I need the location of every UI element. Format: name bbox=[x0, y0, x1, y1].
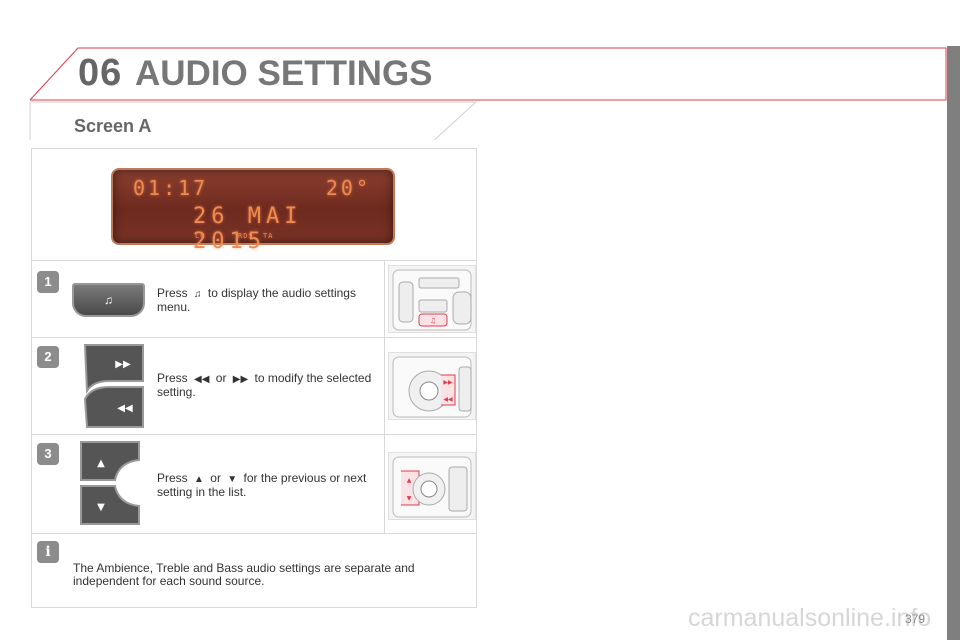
display-ta-indicator: TA bbox=[263, 232, 274, 240]
display-rds-indicator: RDS bbox=[238, 232, 254, 240]
fast-forward-icon: ▶▶ bbox=[232, 374, 249, 385]
divider bbox=[31, 434, 477, 435]
svg-text:▶▶: ▶▶ bbox=[443, 379, 453, 386]
down-arrow-icon: ▼ bbox=[227, 474, 238, 485]
svg-text:♫: ♫ bbox=[430, 317, 436, 325]
seek-buttons-illustration: ▶▶ ◀◀ bbox=[83, 344, 144, 428]
svg-text:▶▶: ▶▶ bbox=[115, 359, 131, 370]
chapter-side-bar bbox=[947, 46, 960, 640]
watermark: carmanualsonline.info bbox=[688, 604, 932, 632]
column-divider bbox=[384, 260, 385, 533]
svg-text:▲: ▲ bbox=[97, 458, 105, 469]
step-3-text: Press ▲ or ▼ for the previous or next se… bbox=[157, 471, 367, 499]
radio-display: 01:17 20° 26 MAI 2015 LO RDS TA bbox=[111, 168, 395, 254]
display-date: 26 MAI 2015 bbox=[193, 204, 303, 254]
page-number: 379 bbox=[905, 612, 926, 626]
up-arrow-icon: ▲ bbox=[194, 474, 204, 485]
music-note-icon: ♫ bbox=[104, 293, 113, 307]
svg-text:◀◀: ◀◀ bbox=[117, 403, 133, 414]
divider bbox=[31, 260, 477, 261]
note-text: The Ambience, Treble and Bass audio sett… bbox=[73, 561, 415, 588]
info-icon: i bbox=[37, 541, 59, 563]
music-note-icon: ♫ bbox=[194, 289, 202, 300]
svg-text:◀◀: ◀◀ bbox=[443, 396, 453, 403]
display-time: 01:17 bbox=[133, 176, 209, 200]
divider bbox=[31, 533, 477, 534]
svg-text:▼: ▼ bbox=[407, 495, 412, 502]
svg-text:▲: ▲ bbox=[407, 477, 412, 484]
rewind-icon: ◀◀ bbox=[194, 374, 210, 385]
console-illustration-3: ▲ ▼ bbox=[388, 452, 476, 520]
step-number-badge: 3 bbox=[37, 443, 59, 465]
header-frame bbox=[29, 47, 947, 140]
display-temperature: 20° bbox=[325, 176, 371, 200]
svg-text:▼: ▼ bbox=[97, 502, 105, 513]
music-note-button[interactable]: ♫ bbox=[72, 283, 145, 317]
console-illustration-2: ▶▶ ◀◀ bbox=[388, 352, 476, 420]
section-title: Screen A bbox=[74, 116, 152, 136]
step-number-badge: 2 bbox=[37, 346, 59, 368]
step-2-text: Press ◀◀ or ▶▶ to modify the selected se… bbox=[157, 371, 372, 399]
divider bbox=[31, 337, 477, 338]
chapter-number: 06 bbox=[78, 52, 123, 94]
console-illustration-1: ♫ bbox=[388, 265, 476, 333]
display-lo-indicator: LO bbox=[195, 232, 206, 240]
chapter-title: AUDIO SETTINGS bbox=[135, 54, 433, 93]
step-1-text: Press ♫ to display the audio settings me… bbox=[157, 286, 356, 314]
navigation-buttons-illustration: ▲ ▼ bbox=[80, 441, 140, 525]
step-number-badge: 1 bbox=[37, 271, 59, 293]
